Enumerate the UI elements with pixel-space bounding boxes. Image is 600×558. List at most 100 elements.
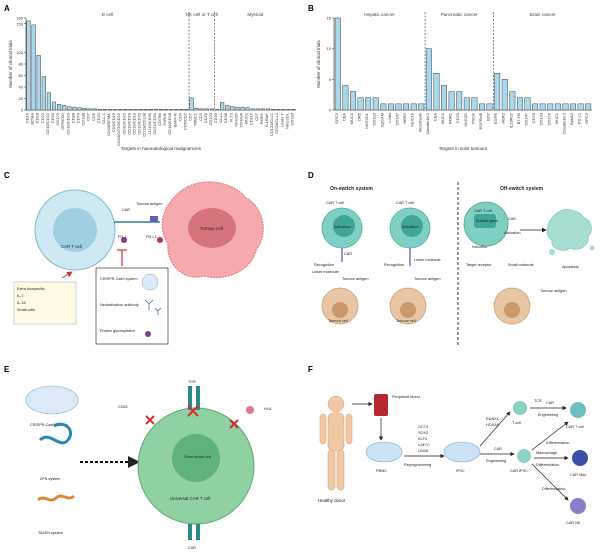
f-carmac <box>572 450 588 466</box>
a-x-tick-label: CLL-1 <box>101 112 106 124</box>
panel-c-diagram: CAR T cell Tumour cell CAR Tumour antige… <box>13 181 264 345</box>
a-bar <box>143 109 148 111</box>
e-crispr-icon <box>25 385 79 415</box>
f-car-label-1: CAR <box>494 447 502 451</box>
protein-label: Protein glycosylation <box>100 329 135 333</box>
b-x-tick-label: GD2 <box>486 112 491 121</box>
d-linker-1: Linker molecule <box>312 270 339 274</box>
a-x-tick-label: FLT3 <box>228 112 233 122</box>
d-tumour3-nucleus <box>504 302 520 318</box>
a-x-tick-label: CD123 <box>55 112 60 125</box>
a-x-tick-label: CD38 <box>223 112 228 123</box>
f-engineering-1: Engineering <box>486 459 506 463</box>
e-cd52-label: CD52 <box>118 405 128 409</box>
a-bar <box>220 102 225 111</box>
a-x-tick-label: CD19/CD30 <box>147 112 152 134</box>
antigen-label: Tumour antigen <box>136 202 162 206</box>
d-recog-2: Recognition <box>384 263 404 267</box>
a-x-tick-label: CD30 <box>50 112 55 123</box>
arrow-to-cart <box>61 271 73 279</box>
b-bar <box>342 85 349 111</box>
b-bar <box>532 103 539 111</box>
f-carnk <box>570 498 586 514</box>
pd1-marker <box>121 237 127 243</box>
a-x-tick-label: CD19/CD10 <box>132 112 137 134</box>
a-bar <box>286 109 291 111</box>
b-bar <box>524 97 531 111</box>
off-switch-title: Off-switch system <box>500 186 544 192</box>
a-x-tick-label: FcRH5 <box>162 112 167 125</box>
b-bar <box>425 48 432 111</box>
f-carnk-label: CAR NK <box>566 521 581 525</box>
b-x-tick-label: CD147 <box>524 112 529 125</box>
a-bar <box>164 109 169 111</box>
a-bar <box>51 101 57 111</box>
pdl1-label: PD-L1 <box>146 235 157 239</box>
a-bar <box>31 24 36 111</box>
d-apoptosis-cell <box>546 209 592 251</box>
a-y-axis-label: Number of clinical trials <box>8 40 13 88</box>
d-tumour1-label: Tumour cell <box>328 319 348 323</box>
d-tumour2-nucleus <box>400 302 416 318</box>
a-x-tick-label: BAFF-R <box>172 113 177 128</box>
f-hoxa9: HOXA9 <box>486 423 499 427</box>
f-pbmc-dish <box>365 441 403 463</box>
a-bar <box>281 109 286 111</box>
a-x-tick-label: CD19/CD28 <box>167 112 172 134</box>
panel-f-diagram: Healthy donor Peripheral blood PBMC OCT4… <box>318 394 588 525</box>
a-group-label: NK cell or T cell <box>186 12 218 17</box>
f-factor-3: KLF4 <box>418 437 427 441</box>
b-bar <box>403 103 410 111</box>
a-bar <box>179 109 184 111</box>
b-bar <box>350 91 356 111</box>
a-x-tick-label: CD117 <box>249 112 254 125</box>
a-y-tick-label: 40 <box>19 85 24 90</box>
b-y-tick-label: 10 <box>327 46 332 51</box>
e-tcr-label: TCR <box>188 380 196 384</box>
tumour-nucleus <box>188 208 236 248</box>
b-x-tick-label: CD70 <box>531 112 536 123</box>
a-bar <box>189 97 194 111</box>
tumour-cell-label: Tumour cell <box>200 226 223 231</box>
a-x-tick-label: Lewis Y <box>279 113 284 127</box>
e-zfn-icon <box>38 422 73 445</box>
a-y-tick-label: 150 <box>16 21 23 26</box>
a-bar <box>265 108 271 111</box>
b-bar <box>547 103 554 111</box>
b-x-tick-label: MUC1 <box>349 112 354 124</box>
a-bar <box>46 92 51 111</box>
a-x-tick-label: CD33/CLL1 <box>274 112 279 134</box>
b-y-tick-label: 15 <box>327 16 332 21</box>
e-hla-label: HLA <box>264 407 272 411</box>
f-car-label-2: CAR <box>546 401 554 405</box>
e-car-a <box>188 524 192 540</box>
d-apoptosis-label: Apoptosis <box>562 265 579 269</box>
d-recog-1: Recognition <box>314 263 334 267</box>
a-bar <box>250 108 255 111</box>
b-x-tick-label: DR5 <box>357 112 362 121</box>
a-bar <box>225 105 230 111</box>
b-x-tick-label: IL13Rα2 <box>508 112 513 128</box>
f-arrow-diff-3 <box>531 463 569 501</box>
a-bar <box>36 55 41 111</box>
box-line-4: Small cells <box>17 308 35 312</box>
d-induction-label: Induction <box>472 245 487 249</box>
b-bar <box>387 103 394 111</box>
panel-label-a: A <box>4 4 10 13</box>
d-cart2-label: CAR T cell <box>396 201 414 205</box>
f-factor-2: SOX2 <box>418 431 428 435</box>
a-bar <box>184 109 189 111</box>
b-x-tick-label: CEA <box>341 113 346 122</box>
a-bar <box>77 107 82 111</box>
a-x-tick-label: NKG2D <box>233 113 238 127</box>
b-x-axis-label: Targets in solid tumours <box>439 146 488 151</box>
b-x-tick-label: HER2 <box>402 112 407 123</box>
b-bar <box>380 103 387 111</box>
crispr-c-icon <box>141 273 159 291</box>
a-bar <box>291 109 296 111</box>
b-bar <box>554 103 561 111</box>
b-group-label: Brain cancer <box>530 12 556 17</box>
a-x-tick-label: CD7 <box>86 112 91 121</box>
a-x-tick-label: CD20/CD22 <box>121 112 126 134</box>
